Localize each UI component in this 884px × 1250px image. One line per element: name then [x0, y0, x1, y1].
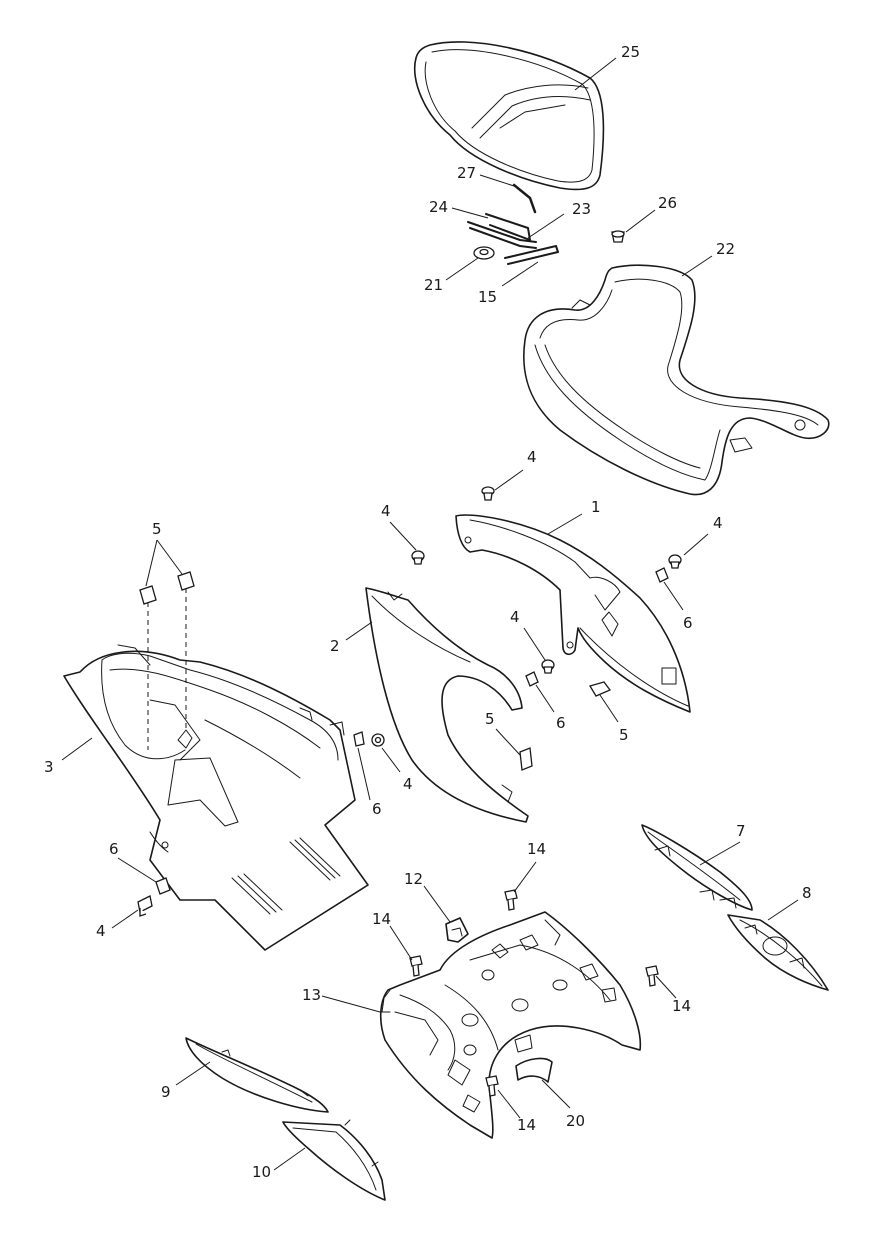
- bolt-14-d: [485, 1075, 499, 1097]
- part-25-screw: [611, 230, 625, 243]
- callout-4-e: 4: [403, 775, 413, 793]
- part-24-bracket: [485, 213, 531, 241]
- screw-4-f: [137, 895, 153, 917]
- screw-4-e: [371, 733, 385, 747]
- callout-6-a: 6: [683, 614, 693, 632]
- bolt-14-a: [504, 889, 518, 911]
- callout-21: 25: [621, 43, 640, 61]
- part-3-side-panel-large: [63, 644, 369, 951]
- alignment-dashes: [147, 588, 187, 750]
- callout-4-f: 4: [96, 922, 106, 940]
- callout-23: 23: [572, 200, 591, 218]
- clip-5-c: [519, 747, 533, 771]
- leader-lines: [61, 57, 799, 1171]
- clip-6-d: [155, 877, 171, 895]
- callout-27: 27: [457, 164, 476, 182]
- callout-10: 10: [252, 1163, 271, 1181]
- screw-4-d: [541, 659, 555, 674]
- part-13-undertray: [379, 911, 642, 1139]
- callout-7: 7: [736, 822, 746, 840]
- part-26-washer: [473, 246, 495, 260]
- part-20-rider-seat: [522, 264, 830, 496]
- callout-4-c: 4: [713, 514, 723, 532]
- clip-6-c: [353, 731, 365, 747]
- callout-6-d: 6: [109, 840, 119, 858]
- callout-22: 15: [478, 288, 497, 306]
- screw-4-b: [411, 550, 425, 565]
- clip-6-a: [655, 567, 669, 583]
- callout-26: 21: [424, 276, 443, 294]
- callout-14-c: 14: [672, 997, 691, 1015]
- part-10-panel: [282, 1119, 386, 1201]
- part-21-pillion-seat: [414, 41, 605, 191]
- clip-6-b: [525, 671, 539, 687]
- part-2-side-panel: [365, 587, 529, 823]
- bolt-14-c: [645, 965, 659, 987]
- callout-4-b: 4: [381, 502, 391, 520]
- callout-13: 13: [302, 986, 321, 1004]
- part-15-pad: [515, 1057, 553, 1083]
- callout-24: 24: [429, 198, 448, 216]
- callout-5-b: 5: [485, 710, 495, 728]
- callout-8: 8: [802, 884, 812, 902]
- hardware-screws-4: [137, 486, 682, 917]
- callout-12: 12: [404, 870, 423, 888]
- callout-5-a: 5: [152, 520, 162, 538]
- part-1-rear-cowl: [455, 514, 691, 713]
- callout-20: 22: [716, 240, 735, 258]
- callout-6-b: 6: [556, 714, 566, 732]
- part-8-panel: [727, 914, 829, 991]
- callout-6-c: 6: [372, 800, 382, 818]
- callout-25: 26: [658, 194, 677, 212]
- callout-14-b: 14: [372, 910, 391, 928]
- hardware-bolts-14: [409, 889, 659, 1097]
- part-22-bracket: [504, 245, 559, 265]
- callout-labels: 25 27 24 23 26 22 21 15 4 1 4 4 5 4 6 2 …: [44, 43, 812, 1181]
- part-9-panel: [185, 1037, 329, 1113]
- callout-5-c: 5: [619, 726, 629, 744]
- clip-5-a: [139, 585, 157, 605]
- bolt-14-b: [409, 955, 423, 977]
- callout-15: 20: [566, 1112, 585, 1130]
- part-27-rod: [512, 183, 537, 214]
- callout-4-a: 4: [527, 448, 537, 466]
- hardware-clips-5: [139, 571, 612, 771]
- part-3-vents: [231, 837, 341, 915]
- callout-4-d: 4: [510, 608, 520, 626]
- clip-5-d: [589, 681, 612, 697]
- callout-2: 2: [330, 637, 340, 655]
- callout-14-a: 14: [527, 840, 546, 858]
- screw-4-a: [481, 486, 495, 501]
- callout-1: 1: [591, 498, 601, 516]
- hardware-clips-6: [155, 567, 669, 895]
- screw-4-c: [668, 554, 682, 569]
- part-23-bracket: [467, 221, 537, 249]
- part-12-clip: [445, 917, 469, 943]
- callout-9: 9: [161, 1083, 171, 1101]
- callout-3: 3: [44, 758, 54, 776]
- callout-14-d: 14: [517, 1116, 536, 1134]
- part-7-cover-strip: [641, 824, 753, 911]
- clip-5-b: [177, 571, 195, 591]
